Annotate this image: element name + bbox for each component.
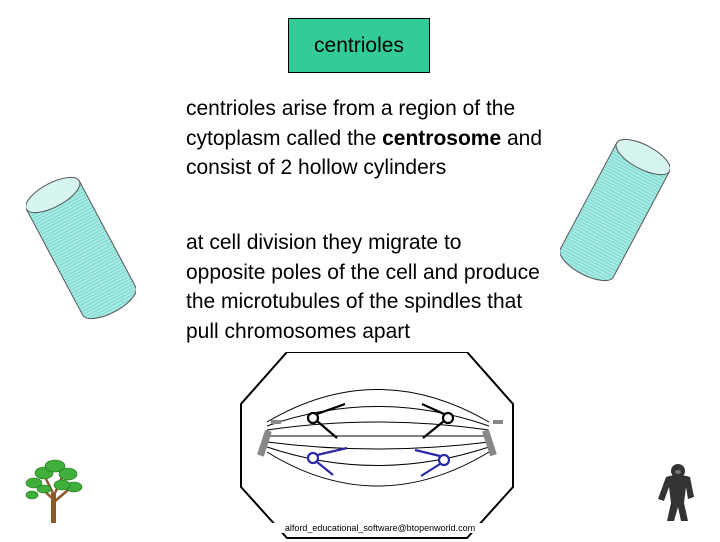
chromosome-blue bbox=[306, 446, 451, 477]
chromosome-black bbox=[306, 402, 455, 439]
cell-outline bbox=[240, 352, 514, 539]
footer-email: alford_educational_software@btopenworld.… bbox=[240, 523, 520, 533]
centriole-left-top bbox=[271, 420, 281, 424]
cylinder-left-icon bbox=[26, 176, 136, 320]
centrosome-term: centrosome bbox=[382, 126, 502, 150]
slide-title: centrioles bbox=[314, 33, 404, 57]
paragraph-cell-division: at cell division they migrate to opposit… bbox=[186, 231, 540, 343]
title-box: centrioles bbox=[288, 18, 430, 73]
centriole-right-top bbox=[493, 420, 503, 424]
tree-icon bbox=[25, 459, 83, 523]
centriole-right bbox=[482, 429, 497, 457]
paragraph1-part2: and consist of 2 hollow cylinders bbox=[186, 126, 543, 180]
paragraph-centrosome: centrioles arise from a region of the cy… bbox=[186, 94, 546, 183]
cylinder-right-icon bbox=[560, 138, 670, 282]
centriole-left bbox=[257, 429, 272, 457]
spindle-diagram bbox=[240, 352, 514, 539]
gorilla-icon bbox=[658, 464, 694, 521]
paragraph1-part1: centrioles arise from a region of the cy… bbox=[186, 97, 516, 150]
